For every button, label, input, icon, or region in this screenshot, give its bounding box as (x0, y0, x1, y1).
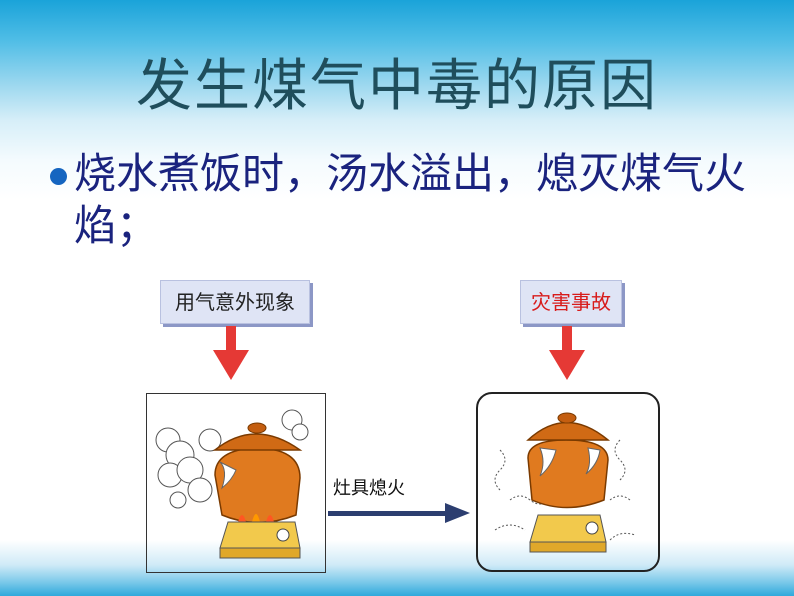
right-arrow-icon (328, 503, 470, 523)
bullet-text: 烧水煮饭时，汤水溢出，熄灭煤气火焰； (74, 149, 747, 250)
scene-gas-leak (476, 392, 660, 572)
boiling-pot-icon (155, 409, 309, 559)
down-arrow-left-icon (213, 326, 249, 380)
label-accident-phenomenon: 用气意外现象 (160, 280, 310, 324)
arrow-label: 灶具熄火 (333, 478, 405, 499)
slide-title: 发生煤气中毒的原因 (136, 54, 658, 119)
bullet-dot-icon (50, 168, 67, 185)
label-disaster: 灾害事故 (520, 280, 622, 324)
scene-boil-over (146, 393, 326, 573)
gas-leak-pot-icon (494, 412, 636, 553)
down-arrow-right-icon (549, 326, 585, 380)
